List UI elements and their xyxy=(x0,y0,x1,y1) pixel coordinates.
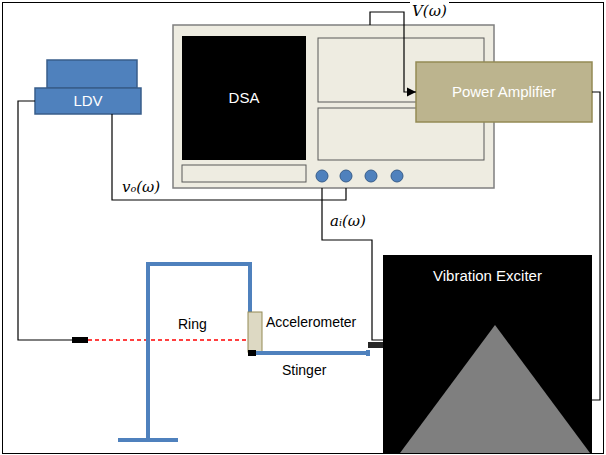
signal-label: aᵢ(ω) xyxy=(328,212,368,230)
arrow-head xyxy=(407,88,416,97)
text-region: Power Amplifier xyxy=(416,62,592,122)
stinger-mount xyxy=(248,350,256,356)
node-label: LDV xyxy=(73,92,102,110)
signal-wire xyxy=(592,92,600,400)
text-region: DSA xyxy=(182,36,306,160)
input-knob xyxy=(340,170,352,182)
part-label: Accelerometer xyxy=(266,314,356,331)
text-region: LDV xyxy=(35,88,141,114)
ldv-head xyxy=(47,60,137,88)
laser-beam xyxy=(88,339,248,341)
wire-line xyxy=(112,114,346,200)
exciter-body xyxy=(383,255,592,453)
signal-label: V(ω) xyxy=(410,2,449,20)
input-knob xyxy=(391,170,403,182)
vibrometer-box: LDV xyxy=(35,88,141,114)
analyzer-screen xyxy=(182,36,306,160)
exciter-box: Vibration Exciter xyxy=(383,255,592,453)
stinger-rod xyxy=(366,350,370,356)
part-label: Ring xyxy=(178,316,207,333)
force-sensor xyxy=(368,342,383,348)
input-knob xyxy=(316,170,328,182)
ldv-lens xyxy=(72,337,88,343)
signal-wire xyxy=(112,114,346,200)
amplifier-box xyxy=(416,62,592,122)
analyzer-panel xyxy=(182,165,306,182)
node-label: DSA xyxy=(229,89,260,107)
frame xyxy=(3,3,604,454)
analyzer-box: DSA xyxy=(173,25,494,188)
ring-structure xyxy=(148,264,250,440)
node-label: Power Amplifier xyxy=(452,83,556,101)
wire-line xyxy=(592,92,600,400)
ring-base xyxy=(118,438,178,442)
signal-wire xyxy=(370,12,416,97)
optic-cable xyxy=(18,101,72,340)
exciter-base xyxy=(400,325,590,453)
wire-line xyxy=(370,12,416,92)
accelerometer-body xyxy=(248,312,262,352)
part-label: Stinger xyxy=(282,362,326,379)
input-knob xyxy=(365,170,377,182)
amplifier-box: Power Amplifier xyxy=(416,62,592,122)
ldv-base xyxy=(35,88,141,114)
text-region: Vibration Exciter xyxy=(383,263,592,289)
stinger-rod xyxy=(256,351,368,355)
signal-label: vₒ(ω) xyxy=(120,178,162,196)
node-label: Vibration Exciter xyxy=(433,267,542,285)
